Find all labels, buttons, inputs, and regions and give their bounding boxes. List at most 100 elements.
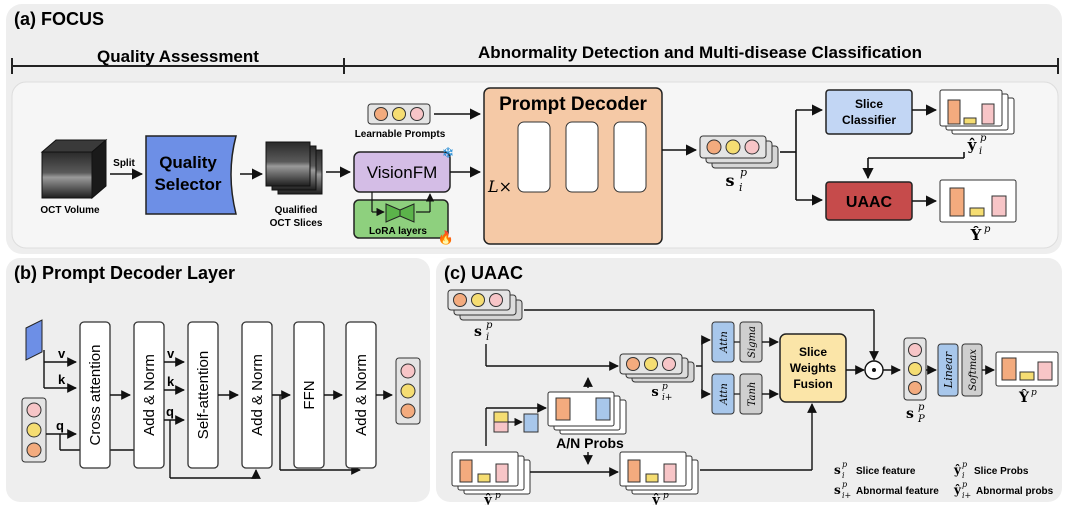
oct-volume-cube <box>40 138 108 200</box>
prompt-decoder-label: Prompt Decoder <box>499 94 647 115</box>
legend-y-abn-sup: p <box>962 480 967 489</box>
slice-probs-stack <box>939 89 1015 135</box>
legend-s-i-sub: i <box>842 471 845 480</box>
linear-label: Linear <box>942 351 955 389</box>
cross-attention-label: Cross attention <box>87 345 104 446</box>
attn-label-2: Attn <box>719 383 730 406</box>
lora-bottleneck-icon <box>385 203 415 223</box>
vision-feature-shape <box>25 319 43 361</box>
abnormal-y-hat-superscript: p <box>663 491 669 501</box>
add-norm-label-3: Add & Norm <box>353 354 370 436</box>
softmax-label: Softmax <box>968 349 979 391</box>
panel-a-title: (a) FOCUS <box>14 9 104 29</box>
uaac-y-hat-superscript: p <box>495 491 501 501</box>
abnormal-s-subscript: i+ <box>662 393 672 403</box>
uaac-input-tokens <box>447 289 523 321</box>
fusion-label-2: Weights <box>790 361 837 375</box>
Y-hat-superscript: p <box>984 224 991 235</box>
decoder-layer-3 <box>613 121 647 193</box>
slice-feature-label: s <box>725 171 734 190</box>
uaac-s-label: s <box>474 324 482 340</box>
quality-assessment-heading: Quality Assessment <box>97 47 259 66</box>
legend-s-abn-symbol: s <box>834 483 841 497</box>
attn-label-1: Attn <box>719 331 730 354</box>
slice-feature-tokens <box>699 135 779 169</box>
legend-y-i-sup: p <box>962 460 967 469</box>
snowflake-icon: ❄ <box>442 145 455 162</box>
v-label-2: v <box>167 346 175 361</box>
legend: s p i Slice feature ŷ p i Slice Probs s … <box>834 460 1054 500</box>
abnormal-s-label: s <box>651 385 658 400</box>
abnormal-probs-stack <box>619 451 699 495</box>
legend-s-i-sup: p <box>842 460 847 469</box>
qualified-label-2: OCT Slices <box>270 218 323 229</box>
qualified-slices-stack <box>265 141 323 195</box>
pooled-feature-tokens <box>903 337 927 401</box>
legend-slice-feature: Slice feature <box>856 466 916 477</box>
pooled-s-superscript: p <box>918 402 925 413</box>
learnable-prompts <box>367 103 431 125</box>
slice-classifier-label-2: Classifier <box>842 113 896 127</box>
uaac-final-probs-chart <box>995 351 1059 387</box>
y-hat-label: ŷ <box>967 136 978 154</box>
pooled-s-label: s <box>906 406 914 422</box>
legend-y-i-symbol: ŷ <box>953 463 962 477</box>
visionfm-label: VisionFM <box>367 163 438 182</box>
add-norm-box-1 <box>133 321 165 469</box>
slice-classifier-label-1: Slice <box>855 97 883 111</box>
decoder-layer-1 <box>517 121 551 193</box>
layer-count-label: L× <box>487 177 512 196</box>
legend-y-i-sub: i <box>962 471 965 480</box>
quality-selector-label-2: Selector <box>154 175 221 194</box>
legend-s-i-symbol: s <box>834 463 841 477</box>
q-label-2: q <box>166 404 174 419</box>
abnormal-y-hat-label: ŷ <box>651 493 660 505</box>
oct-volume-label: OCT Volume <box>40 205 100 216</box>
panel-b-title: (b) Prompt Decoder Layer <box>14 263 235 283</box>
uaac-Y-hat-superscript: p <box>1031 388 1037 398</box>
sigma-label: Sigma <box>747 326 758 358</box>
y-hat-subscript: i <box>979 146 982 157</box>
uaac-slice-probs-stack <box>451 451 531 495</box>
slice-classifier-box <box>825 89 913 135</box>
slice-feature-superscript: p <box>740 166 747 179</box>
learnable-prompts-label: Learnable Prompts <box>355 129 446 140</box>
uaac-s-superscript: p <box>486 320 493 331</box>
legend-abnormal-feature: Abnormal feature <box>856 486 939 497</box>
fusion-label-3: Fusion <box>793 377 832 391</box>
q-label-1: q <box>56 418 64 433</box>
legend-s-abn-sup: p <box>842 480 847 489</box>
add-norm-label-1: Add & Norm <box>141 354 158 436</box>
uaac-s-subscript: i <box>486 332 489 343</box>
decoder-layer-2 <box>565 121 599 193</box>
output-tokens <box>395 357 421 425</box>
panel-c-title: (c) UAAC <box>444 263 523 283</box>
linear-box <box>937 343 959 397</box>
legend-slice-probs: Slice Probs <box>974 466 1029 477</box>
fire-icon: 🔥 <box>438 230 454 245</box>
split-label: Split <box>113 158 135 169</box>
legend-y-abn-symbol: ŷ <box>953 483 962 497</box>
uaac-Y-hat-label: Ŷ <box>1018 388 1030 406</box>
abnormal-s-superscript: p <box>662 382 668 392</box>
uaac-label: UAAC <box>846 194 893 211</box>
an-probs-label: A/N Probs <box>556 435 624 451</box>
slice-feature-subscript: i <box>739 181 743 194</box>
v-label-1: v <box>58 346 66 361</box>
qualified-label-1: Qualified <box>275 205 318 216</box>
Y-hat-label: Ŷ <box>970 226 982 244</box>
fusion-label-1: Slice <box>799 345 827 359</box>
an-probs-stack <box>547 391 627 435</box>
query-tokens <box>21 397 47 463</box>
lora-label: LoRA layers <box>369 226 427 237</box>
quality-selector-box <box>145 135 237 215</box>
add-norm-label-2: Add & Norm <box>249 354 266 436</box>
legend-abnormal-probs: Abnormal probs <box>976 486 1054 497</box>
legend-s-abn-sub: i+ <box>842 491 851 500</box>
abnormal-feature-tokens <box>619 353 695 383</box>
uaac-y-hat-label: ŷ <box>483 493 492 505</box>
y-hat-superscript: p <box>980 133 987 144</box>
k-label-1: k <box>58 372 66 387</box>
